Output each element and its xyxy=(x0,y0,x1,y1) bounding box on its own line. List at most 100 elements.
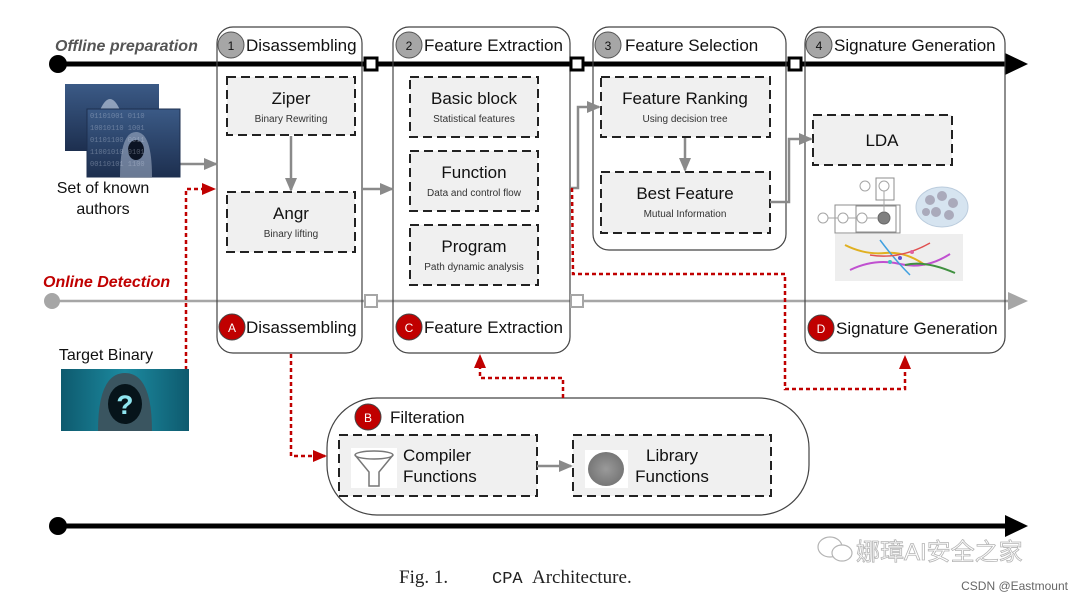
bottom-arrowhead-icon xyxy=(1005,515,1028,537)
box-function-title: Function xyxy=(441,163,506,182)
online-stage-d-badge-label: D xyxy=(817,322,826,336)
bottom-timeline xyxy=(49,515,1028,537)
online-stage-a-badge xyxy=(218,313,246,341)
box-library-line2: Functions xyxy=(635,467,709,486)
box-feature-ranking-frame xyxy=(600,76,771,138)
box-library-functions: Library Functions xyxy=(572,434,772,497)
online-connector-2 xyxy=(570,294,584,308)
box-best-feature: Best Feature Mutual Information xyxy=(600,171,771,234)
box-ziper-frame xyxy=(226,76,356,136)
stage-3-header: 3 Feature Selection xyxy=(594,31,758,59)
box-angr-sub: Binary lifting xyxy=(264,229,318,240)
box-lda-frame xyxy=(812,114,953,166)
arrow-disassembling-to-filteration xyxy=(289,354,327,462)
svg-text:01101100 0011: 01101100 0011 xyxy=(90,137,145,145)
stage-2-badge xyxy=(395,31,423,59)
stage-1-header: 1 Disassembling xyxy=(217,31,357,59)
box-feature-ranking-sub: Using decision tree xyxy=(642,114,727,125)
box-feature-ranking: Feature Ranking Using decision tree xyxy=(600,76,771,138)
stage-4-badge xyxy=(805,31,833,59)
stage-4-header: 4 Signature Generation xyxy=(805,31,996,59)
online-stage-c-badge-label: C xyxy=(405,321,414,335)
online-arrowhead-icon xyxy=(1008,292,1028,310)
box-basic-block-title: Basic block xyxy=(431,89,517,108)
offline-start-dot xyxy=(49,55,67,73)
box-best-feature-sub: Mutual Information xyxy=(644,209,727,220)
question-mark-icon: ? xyxy=(117,392,134,423)
box-ziper-title: Ziper xyxy=(272,89,311,108)
box-function-frame xyxy=(409,150,539,212)
stage-2-title: Feature Extraction xyxy=(424,36,563,55)
sphere-icon xyxy=(588,452,624,486)
box-ziper: Ziper Binary Rewriting xyxy=(226,76,356,136)
box-basic-block-sub: Statistical features xyxy=(433,114,515,125)
caption-system: CPA xyxy=(492,570,523,589)
wechat-icon xyxy=(817,536,853,562)
box-program-frame xyxy=(409,224,539,286)
box-library-line1: Library xyxy=(646,446,698,465)
online-stage-a-header: A Disassembling xyxy=(218,313,357,341)
lda-topic-network-image xyxy=(835,234,963,281)
arrow-best-to-lda xyxy=(770,133,813,204)
box-program-sub: Path dynamic analysis xyxy=(424,262,524,273)
online-stage-c-header: C Feature Extraction xyxy=(395,313,563,341)
arrow-filteration-to-extraction xyxy=(474,354,565,398)
online-stage-b-badge xyxy=(354,403,382,431)
box-function: Function Data and control flow xyxy=(409,150,539,212)
csdn-watermark: CSDN @Eastmount xyxy=(961,579,1069,593)
arrow-extraction-to-signature xyxy=(570,187,911,391)
gray-arrows xyxy=(180,101,813,472)
target-binary-image: ? xyxy=(61,369,189,431)
online-stage-b-header: B Filteration xyxy=(354,403,465,431)
svg-text:00110101 1100: 00110101 1100 xyxy=(90,161,145,169)
stage-3-title: Feature Selection xyxy=(625,36,758,55)
online-stage-b-title: Filteration xyxy=(390,408,465,427)
box-lda: LDA xyxy=(812,114,953,166)
box-angr: Angr Binary lifting xyxy=(226,191,356,253)
online-stage-d-badge xyxy=(807,314,835,342)
known-authors-image: 01101001 0110 10010110 1001 01101100 001… xyxy=(65,84,181,178)
stage-disassembling-panel xyxy=(216,26,363,354)
box-basic-block-frame xyxy=(409,76,539,138)
online-stage-b-badge-label: B xyxy=(364,411,372,425)
arrow-extraction-to-ranking xyxy=(570,101,601,190)
svg-text:01101001 0110: 01101001 0110 xyxy=(90,113,145,121)
stage-1-badge xyxy=(217,31,245,59)
known-authors-label-line1: Set of known xyxy=(57,180,150,197)
box-angr-title: Angr xyxy=(273,204,309,223)
stage-2-badge-label: 2 xyxy=(406,39,413,53)
wechat-watermark: 娜璋AI安全之家 xyxy=(817,536,1023,566)
caption-title: Architecture. xyxy=(532,567,632,588)
online-start-dot xyxy=(44,293,60,309)
box-compiler-functions: Compiler Functions xyxy=(338,434,538,497)
box-program: Program Path dynamic analysis xyxy=(409,224,539,286)
stage-signature-generation-panel xyxy=(804,26,1006,354)
stage-4-badge-label: 4 xyxy=(816,39,823,53)
box-function-sub: Data and control flow xyxy=(427,188,522,199)
box-best-feature-frame xyxy=(600,171,771,234)
box-angr-frame xyxy=(226,191,356,253)
box-compiler-line1: Compiler xyxy=(403,446,471,465)
figure-caption: Fig. 1. CPA Architecture. xyxy=(399,567,632,589)
box-ziper-sub: Binary Rewriting xyxy=(255,114,328,125)
online-connector-1 xyxy=(364,294,378,308)
online-timeline: Online Detection xyxy=(43,274,1028,310)
online-stage-c-badge xyxy=(395,313,423,341)
online-stage-d-title: Signature Generation xyxy=(836,319,998,338)
svg-text:10010110 1001: 10010110 1001 xyxy=(90,125,145,133)
box-best-feature-title: Best Feature xyxy=(636,184,733,203)
filteration-panel xyxy=(326,397,810,516)
stage-1-badge-label: 1 xyxy=(228,39,235,53)
online-stage-c-title: Feature Extraction xyxy=(424,318,563,337)
offline-connector-1 xyxy=(363,56,379,72)
bottom-start-dot xyxy=(49,517,67,535)
online-stage-a-badge-label: A xyxy=(228,321,236,335)
stage-2-header: 2 Feature Extraction xyxy=(395,31,563,59)
funnel-icon xyxy=(354,450,394,487)
box-feature-ranking-title: Feature Ranking xyxy=(622,89,748,108)
wechat-watermark-text: 娜璋AI安全之家 xyxy=(856,539,1023,566)
offline-connector-3 xyxy=(787,56,803,72)
lda-plate-diagram-image xyxy=(817,177,901,234)
box-compiler-line2: Functions xyxy=(403,467,477,486)
